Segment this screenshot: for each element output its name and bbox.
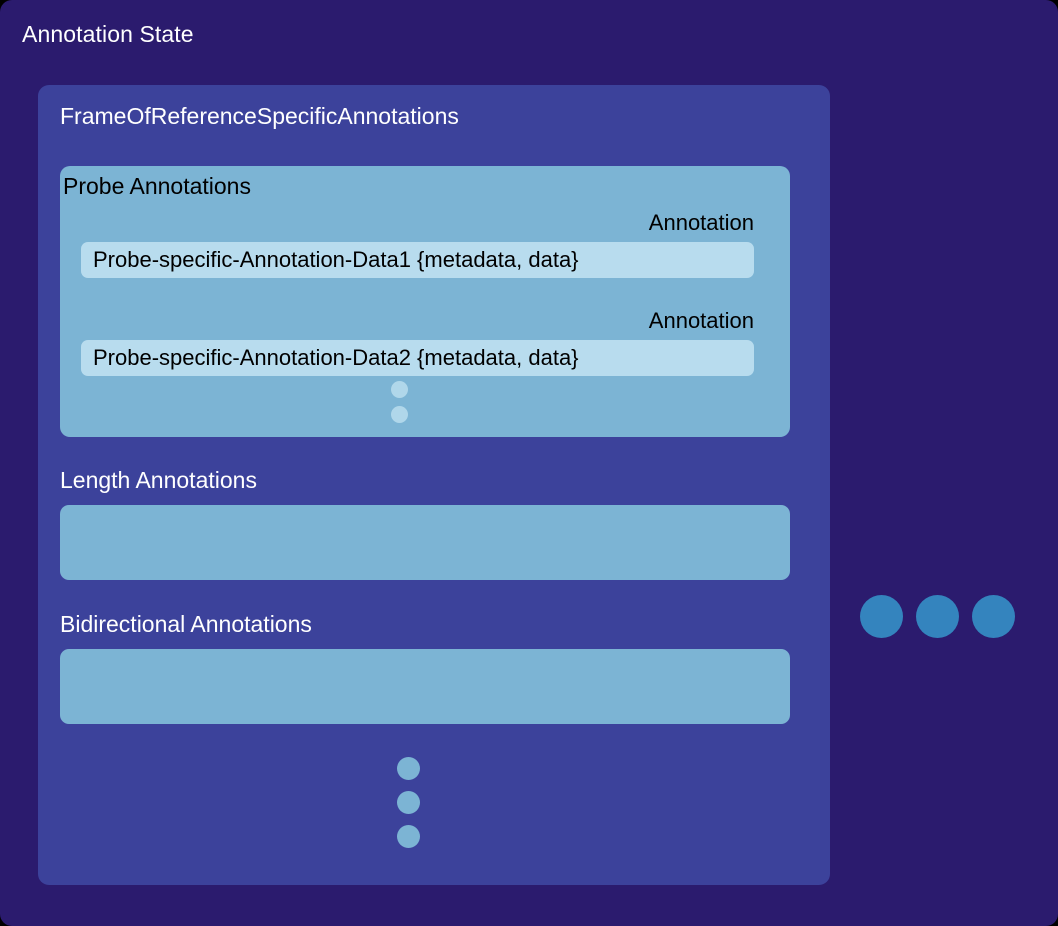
ellipsis-dot	[396, 825, 420, 848]
annotation-caption: Annotation	[648, 308, 754, 333]
probe-annotations-title: Probe Annotations	[63, 173, 251, 199]
bidirectional-annotations-section: Bidirectional Annotations	[60, 609, 790, 724]
annotation-value-field[interactable]: Probe-specific-Annotation-Data2 {metadat…	[81, 340, 754, 376]
ellipsis-dot	[390, 381, 408, 398]
frame-of-reference-card-title: FrameOfReferenceSpecificAnnotations	[60, 103, 459, 129]
annotation-value-field[interactable]: Probe-specific-Annotation-Data1 {metadat…	[81, 242, 754, 278]
frame-of-reference-card: FrameOfReferenceSpecificAnnotations Prob…	[38, 85, 830, 885]
vertical-ellipsis-icon	[390, 381, 408, 423]
annotation-caption: Annotation	[648, 210, 754, 235]
annotation-row: Annotation Probe-specific-Annotation-Dat…	[81, 208, 754, 278]
length-annotations-box[interactable]	[60, 505, 790, 580]
vertical-ellipsis-icon	[396, 757, 420, 848]
bidirectional-annotations-title: Bidirectional Annotations	[60, 611, 312, 637]
horizontal-ellipsis-icon	[860, 595, 1015, 638]
annotation-row: Annotation Probe-specific-Annotation-Dat…	[81, 306, 754, 376]
length-annotations-section: Length Annotations	[60, 465, 790, 580]
ellipsis-dot	[916, 595, 959, 638]
ellipsis-dot	[396, 757, 420, 780]
page-title: Annotation State	[22, 21, 194, 47]
bidirectional-annotations-box[interactable]	[60, 649, 790, 724]
probe-annotations-panel: Probe Annotations Annotation Probe-speci…	[60, 166, 790, 437]
ellipsis-dot	[390, 406, 408, 423]
ellipsis-dot	[396, 791, 420, 814]
length-annotations-title: Length Annotations	[60, 467, 257, 493]
ellipsis-dot	[860, 595, 903, 638]
ellipsis-dot	[972, 595, 1015, 638]
